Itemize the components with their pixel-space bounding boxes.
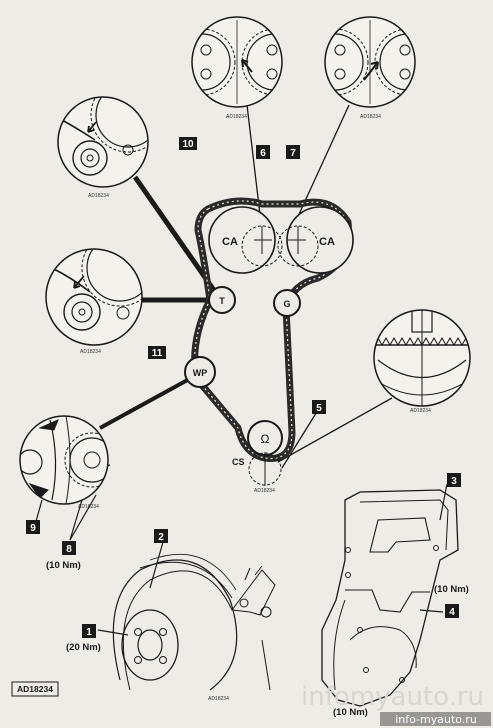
- detail-tensioner-lower: AD18234: [45, 248, 143, 355]
- leader-4: [419, 609, 444, 613]
- callout-4: 4: [449, 607, 455, 618]
- torque-4: (10 Nm): [333, 707, 368, 718]
- leader-8b: [69, 499, 83, 541]
- svg-text:Ω: Ω: [261, 432, 270, 446]
- callout-box-1: [82, 624, 96, 638]
- timing-belt: [191, 197, 352, 462]
- detail-code-11: AD18234: [80, 349, 101, 355]
- detail-crank-gear: AD18234: [373, 309, 471, 414]
- leader-cs-b: [281, 409, 319, 469]
- detail-camshaft-left: AD18234: [191, 16, 283, 120]
- torque-8: (10 Nm): [46, 560, 81, 571]
- detail-code-8: AD18234: [78, 504, 99, 510]
- label-ca-right: CA: [319, 236, 335, 248]
- callout-box-4: [445, 604, 459, 618]
- callout-box-5: [312, 400, 326, 414]
- callout-2: 2: [158, 532, 164, 543]
- detail-code-10: AD18234: [88, 193, 109, 199]
- callout-5: 5: [316, 403, 322, 414]
- callout-box-11: [148, 346, 166, 359]
- callout-10: 10: [182, 139, 194, 150]
- crankshaft-pulley-detail: [112, 553, 276, 691]
- detail-tensioner-upper: AD18234: [57, 96, 149, 199]
- crank-code: AD18234: [254, 488, 275, 494]
- crankshaft-pulley: Ω: [247, 420, 283, 486]
- detail-code-6: AD18234: [226, 114, 247, 120]
- guide-pulley: [273, 289, 301, 317]
- callout-3: 3: [451, 476, 457, 487]
- tensioner-pulley: [208, 286, 236, 314]
- camshaft-pulley-left: [208, 206, 283, 274]
- callout-box-8: [62, 541, 76, 555]
- torque-3: (10 Nm): [434, 584, 469, 595]
- callout-1: 1: [86, 627, 92, 638]
- label-crankshaft: CS: [232, 457, 245, 467]
- callout-box-7: [286, 145, 300, 159]
- detail-camshaft-right: AD18234: [324, 16, 416, 120]
- water-pump-pulley: [184, 356, 216, 388]
- pulley-detail-code: AD18234: [208, 696, 229, 702]
- label-water-pump: WP: [193, 368, 208, 378]
- leader-2: [149, 541, 164, 589]
- watermark-badge: [380, 712, 491, 726]
- callout-7: 7: [290, 148, 296, 159]
- callout-11: 11: [152, 348, 163, 359]
- callout-box-6: [256, 145, 270, 159]
- callout-box-2: [154, 529, 168, 543]
- watermark-small: info-myauto.ru: [395, 713, 477, 726]
- callout-box-10: [179, 137, 197, 150]
- callout-box-9: [26, 520, 40, 534]
- label-ca-left: CA: [222, 236, 238, 248]
- leader-wp: [99, 375, 194, 430]
- callout-6: 6: [260, 148, 266, 159]
- callout-8: 8: [66, 544, 72, 555]
- label-tensioner: T: [219, 296, 225, 306]
- leader-3: [439, 483, 448, 521]
- torque-1: (20 Nm): [66, 642, 101, 653]
- leader-cs-a: [277, 397, 393, 463]
- camshaft-pulley-right: [277, 206, 354, 274]
- detail-code-5: AD18234: [410, 408, 431, 414]
- detail-water-pump: AD18234: [19, 415, 109, 510]
- callout-9: 9: [30, 523, 36, 534]
- label-guide: G: [283, 299, 290, 309]
- callout-boxes: 10 11 6 7 5 9 8 2 1 3 4: [26, 137, 461, 638]
- main-code: AD18234: [17, 684, 53, 694]
- watermark-large: infomyauto.ru: [301, 682, 484, 712]
- leader-8c: [69, 494, 97, 541]
- timing-covers: [321, 489, 459, 707]
- callout-box-3: [447, 473, 461, 487]
- main-code-frame: [11, 681, 59, 697]
- detail-code-7: AD18234: [360, 114, 381, 120]
